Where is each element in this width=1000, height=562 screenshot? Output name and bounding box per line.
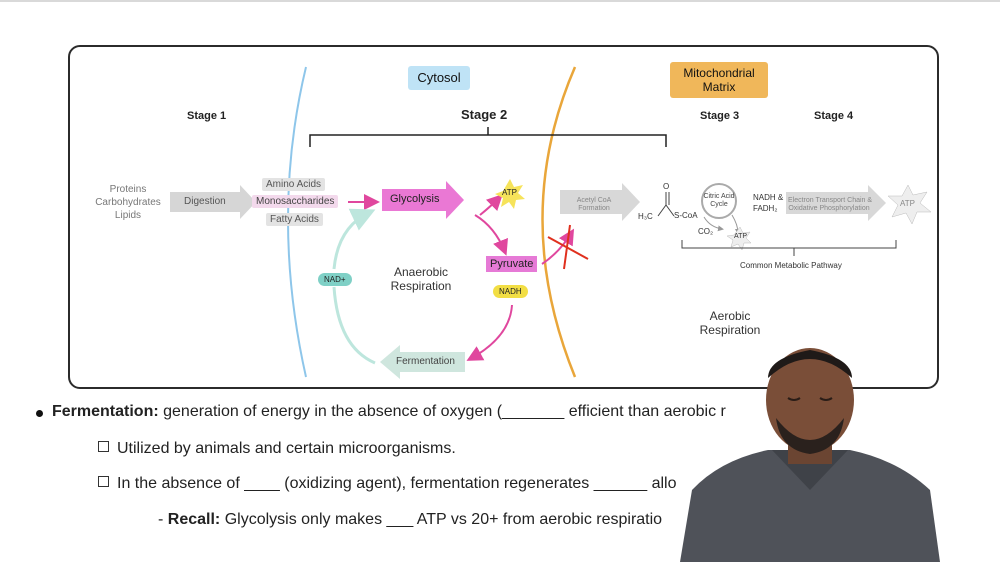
nadh-fadh-line-1: NADH & (753, 193, 784, 202)
proteins-label: Proteins (109, 184, 147, 195)
aerobic-respiration-label: Aerobic Respiration (692, 309, 768, 337)
common-pathway-label: Common Metabolic Pathway (740, 261, 842, 270)
cytosol-label: Cytosol (408, 66, 470, 90)
pyruvate-box: Pyruvate (486, 256, 538, 272)
sub-note-2-text: In the absence of ____ (oxidizing agent)… (117, 475, 677, 492)
mitochondrial-matrix-label: Mitochondrial Matrix (670, 62, 768, 98)
fermentation-label: Fermentation (396, 356, 455, 367)
stage4-label: Stage 4 (814, 110, 854, 122)
stage2-label: Stage 2 (461, 107, 508, 122)
nadh-fadh2-label: NADH & FADH₂ (753, 192, 783, 214)
citric-acid-cycle-label: Citric Acid Cycle (698, 193, 740, 209)
stage1-label: Stage 1 (187, 110, 227, 122)
glycolysis-arrow (382, 181, 464, 219)
etc-label: Electron Transport Chain & Oxidative Pho… (788, 197, 873, 213)
fermentation-term: Fermentation: (52, 403, 159, 420)
sub-note-1-text: Utilized by animals and certain microorg… (117, 440, 456, 457)
fatty-acids-label: Fatty Acids (266, 213, 323, 226)
citric-line-2: Cycle (710, 201, 728, 208)
recall-note: - Recall: Glycolysis only makes ___ ATP … (158, 511, 663, 528)
checkbox-icon (98, 476, 109, 487)
nadh-badge: NADH (493, 285, 528, 298)
sub-note-2: In the absence of ____ (oxidizing agent)… (98, 475, 677, 493)
monosaccharides-label: Monosaccharides (252, 195, 339, 208)
citric-acid-cycle-icon (701, 183, 737, 219)
sub-note-1: Utilized by animals and certain microorg… (98, 440, 456, 458)
bullet-dot (36, 410, 43, 417)
nadh-fadh-line-2: FADH₂ (753, 204, 778, 213)
fermentation-arrow (380, 345, 465, 379)
acetyl-line-1: Acetyl CoA (576, 197, 612, 204)
nad-plus-badge: NAD+ (318, 273, 352, 286)
acetyl-coa-label: Acetyl CoA Formation (566, 197, 622, 213)
carbohydrates-label: Carbohydrates (95, 197, 161, 208)
co2-label: CO₂ (698, 227, 714, 236)
matrix-line-1: Mitochondrial (683, 66, 755, 80)
h3c-label: H₃C (638, 212, 653, 221)
fermentation-definition: generation of energy in the absence of o… (158, 403, 726, 420)
checkbox-icon (98, 441, 109, 452)
top-divider (0, 0, 1000, 2)
mitochondrial-membrane (541, 66, 577, 378)
etc-line-1: Electron Transport Chain & (788, 197, 873, 204)
etc-line-2: Oxidative Phosphorylation (788, 205, 870, 212)
matrix-line-2: Matrix (702, 80, 736, 94)
lipids-label: Lipids (114, 210, 142, 221)
aerobic-line-2: Respiration (699, 323, 761, 337)
presenter-video (680, 348, 940, 562)
anaerobic-line-1: Anaerobic (393, 265, 449, 279)
acetyl-line-2: Formation (578, 205, 610, 212)
digestion-label: Digestion (184, 196, 226, 207)
scoa-label: S-CoA (674, 211, 698, 220)
atp-star-glycolysis (495, 179, 525, 209)
stage3-label: Stage 3 (700, 110, 740, 122)
anaerobic-respiration-label: Anaerobic Respiration (386, 265, 456, 293)
citric-line-1: Citric Acid (703, 193, 735, 200)
atp-label-stage4: ATP (900, 199, 915, 208)
fermentation-note: Fermentation: generation of energy in th… (52, 403, 726, 421)
recall-text: Glycolysis only makes ___ ATP vs 20+ fro… (220, 511, 663, 528)
oxygen-atom-label: O (663, 182, 670, 191)
aerobic-line-1: Aerobic (709, 309, 751, 323)
anaerobic-line-2: Respiration (390, 279, 452, 293)
amino-acids-label: Amino Acids (262, 178, 326, 191)
metabolism-diagram: Cytosol Mitochondrial Matrix Stage 1 Sta… (68, 45, 939, 389)
digestion-arrow (170, 185, 256, 219)
recall-term: Recall: (167, 511, 221, 528)
atp-label-glycolysis: ATP (502, 188, 517, 197)
atp-label-stage3: ATP (734, 233, 748, 240)
glycolysis-label: Glycolysis (390, 193, 440, 205)
